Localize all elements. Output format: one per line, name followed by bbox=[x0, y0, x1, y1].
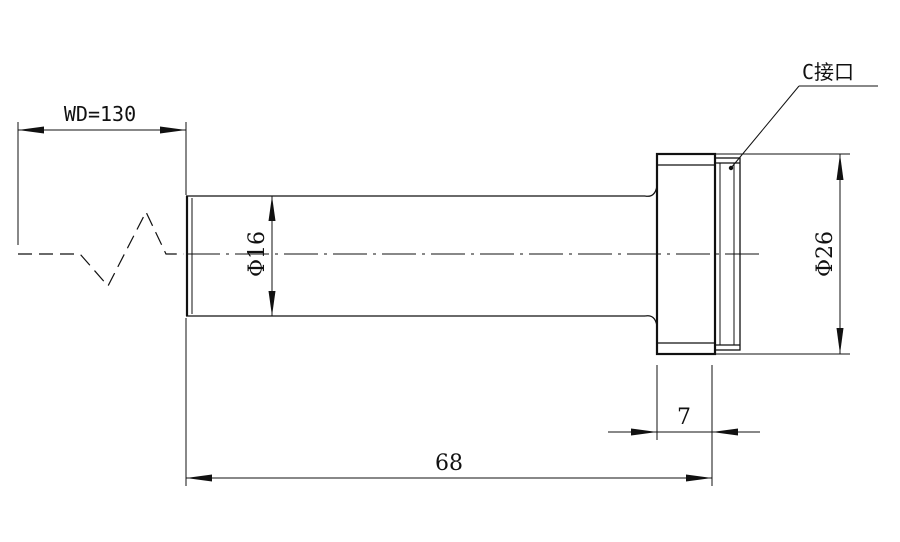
flange-width-arrow-right bbox=[712, 428, 738, 436]
shaft-diameter-label: Φ16 bbox=[245, 231, 270, 277]
interface-leader-line bbox=[730, 85, 800, 169]
wd-label: WD=130 bbox=[64, 102, 136, 126]
flange-width-label: 7 bbox=[677, 405, 691, 430]
shaft-fillet-top bbox=[644, 185, 658, 197]
interface-label: C接口 bbox=[802, 60, 854, 84]
flange-diameter-label: Φ26 bbox=[813, 231, 838, 277]
length-arrow-left bbox=[186, 474, 212, 482]
shaft-fillet-bottom bbox=[644, 315, 658, 327]
flange-diameter-arrow-bottom bbox=[836, 328, 844, 354]
wd-arrow-left bbox=[18, 126, 44, 134]
flange-width-arrow-left bbox=[631, 428, 657, 436]
flange-diameter-arrow-top bbox=[836, 154, 844, 180]
shaft-diameter-arrow-top bbox=[268, 196, 276, 221]
c-mount-thread bbox=[714, 157, 741, 351]
length-arrow-right bbox=[686, 474, 712, 482]
length-label: 68 bbox=[435, 451, 463, 476]
wd-arrow-right bbox=[160, 126, 186, 134]
shaft-diameter-arrow-bottom bbox=[268, 291, 276, 316]
break-line bbox=[18, 210, 184, 288]
